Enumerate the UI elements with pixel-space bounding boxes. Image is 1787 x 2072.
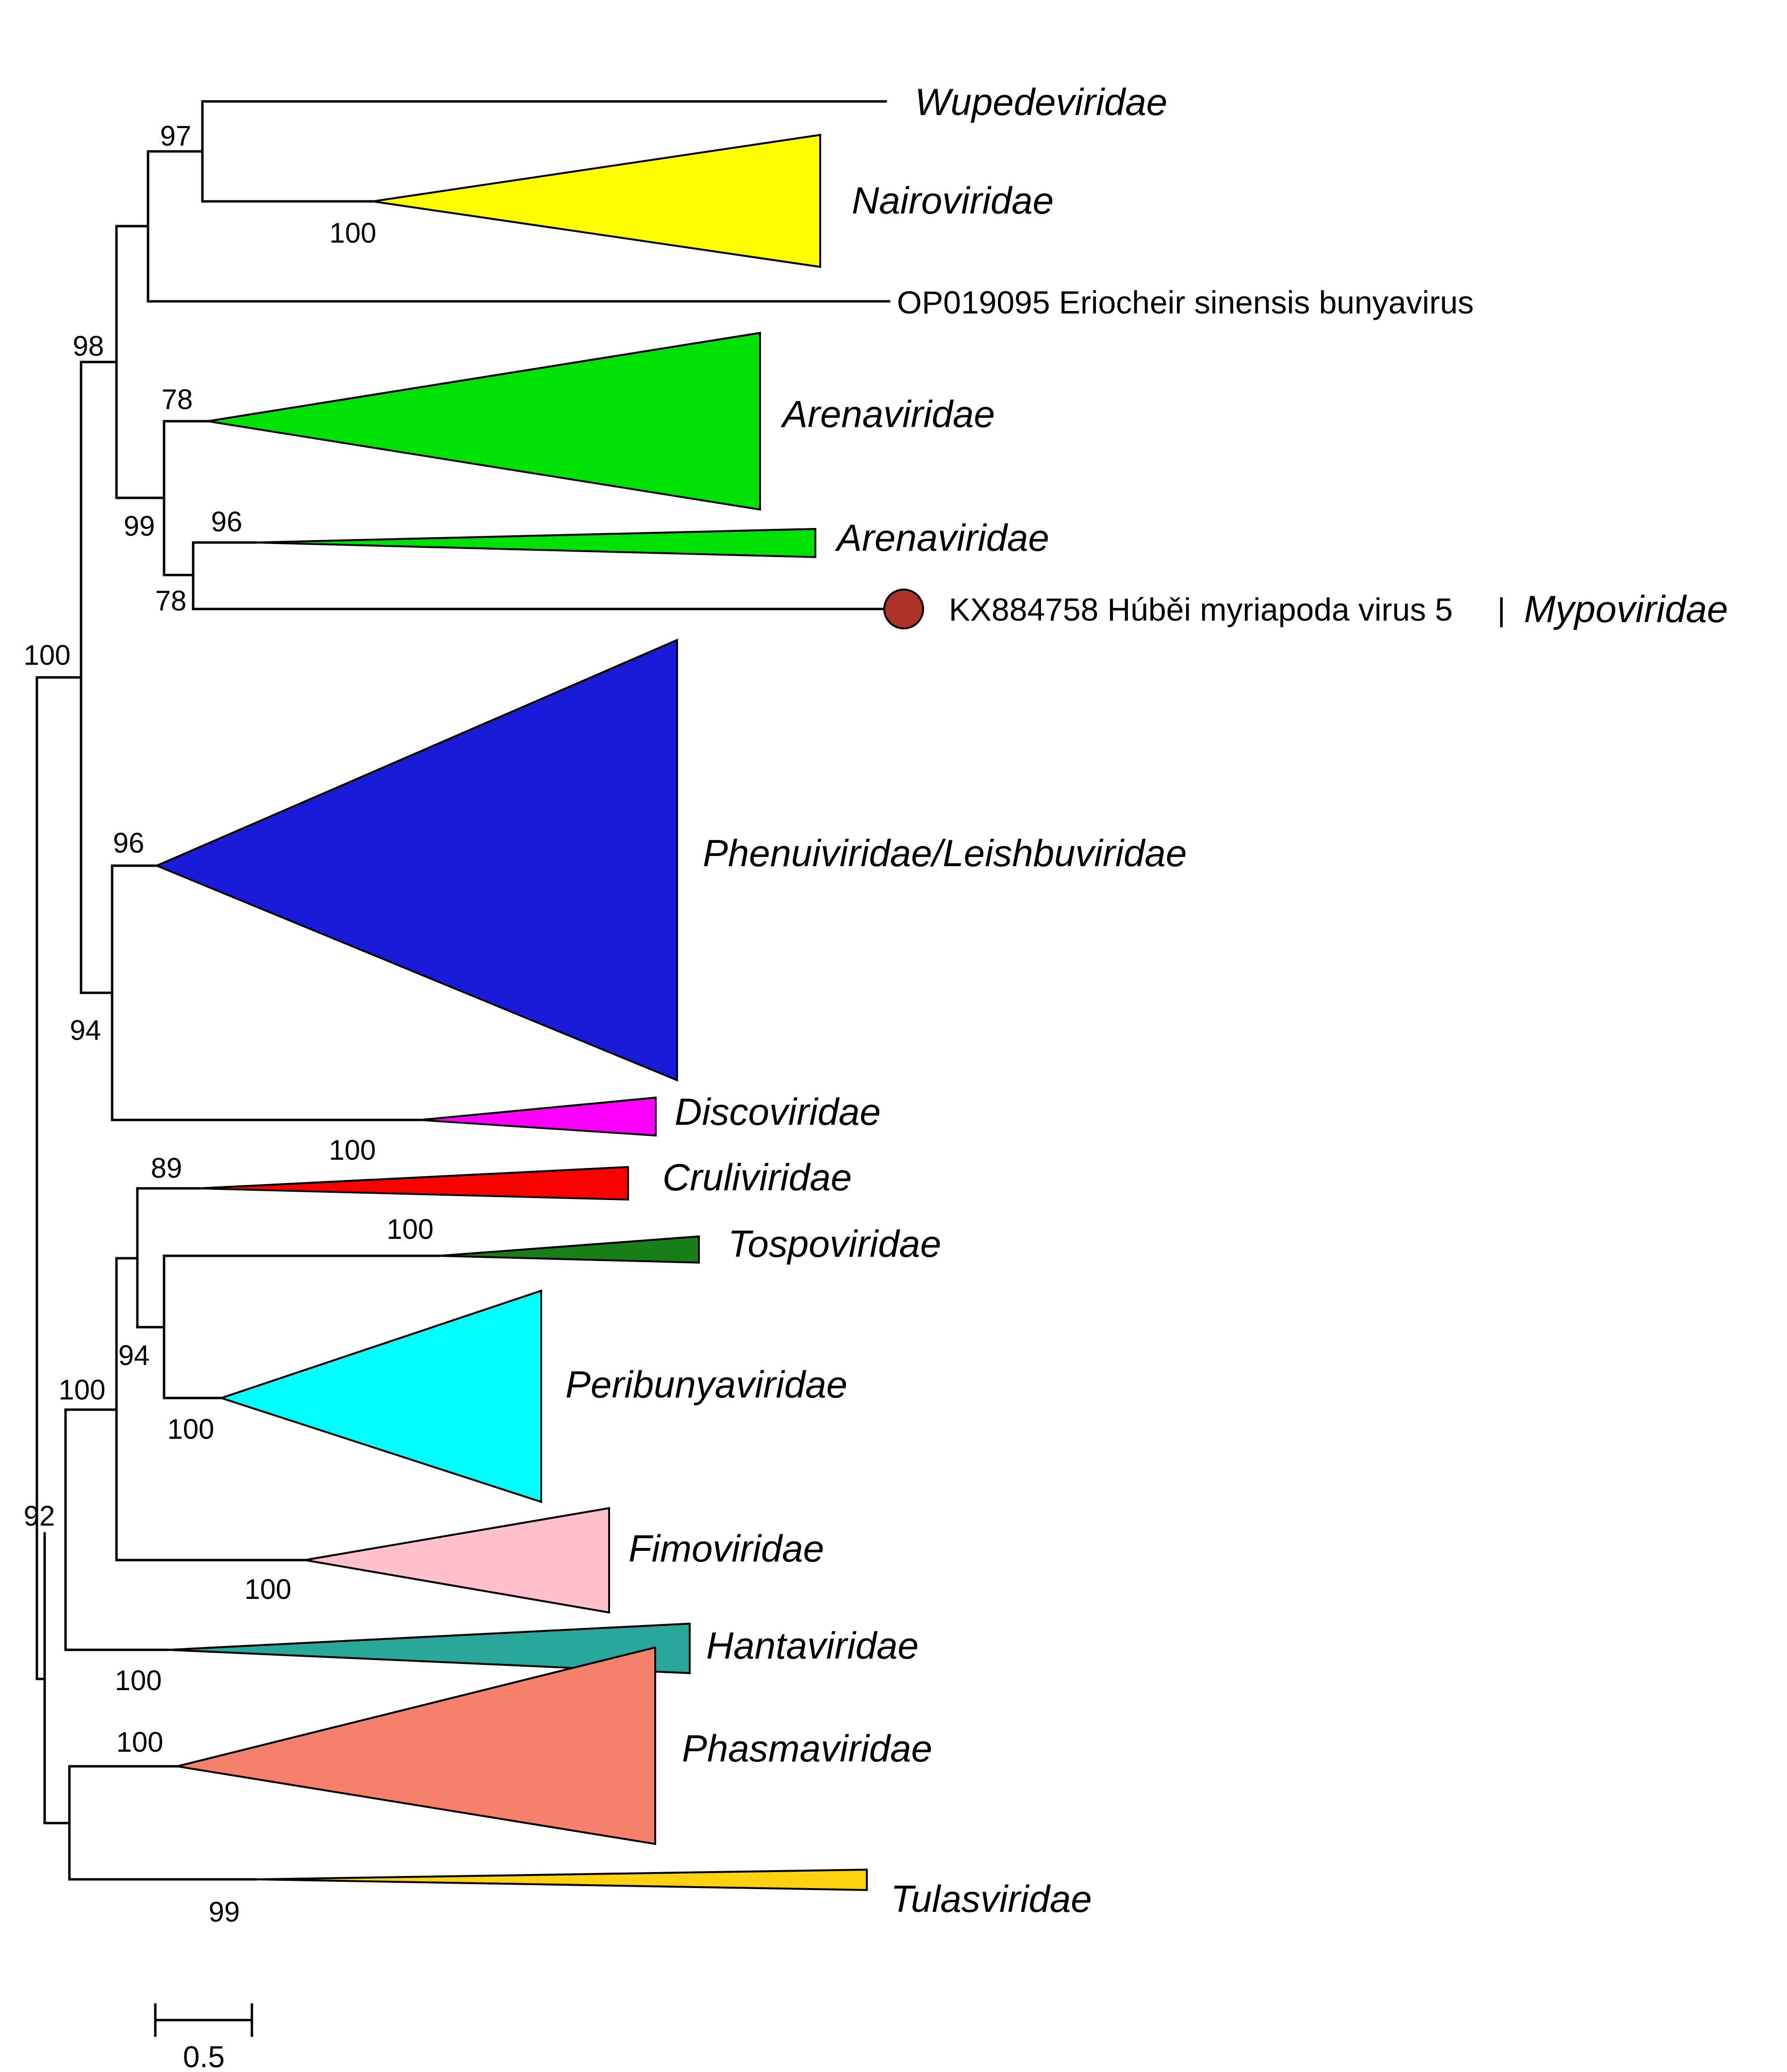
clade-label-phasmaviridae: Phasmaviridae — [682, 1727, 932, 1770]
clade-label-peribunyaviridae: Peribunyaviridae — [565, 1363, 847, 1406]
clade-label-cruliviridae: Cruliviridae — [662, 1156, 852, 1199]
support-label-94-lower: 94 — [118, 1340, 150, 1371]
support-label-99: 99 — [124, 510, 155, 542]
tip-label-mypoviridae-accession: KX884758 Húběi myriapoda virus 5 — [949, 592, 1453, 627]
tree-skeleton-branches — [35, 100, 891, 1881]
support-label-100-upper: 100 — [24, 640, 71, 671]
support-label-94-upper: 94 — [70, 1015, 101, 1046]
scale-bar-label: 0.5 — [183, 2040, 225, 2072]
support-label-78-mypo: 78 — [155, 585, 187, 617]
clade-triangle-hantaviridae — [167, 1622, 691, 1675]
clade-triangle-discoviridae — [419, 1096, 657, 1137]
clade-label-tulasviridae: Tulasviridae — [891, 1877, 1092, 1920]
virus-marker-dot-icon — [883, 589, 924, 629]
clade-label-tospoviridae: Tospoviridae — [728, 1222, 941, 1265]
support-label-100-nairoviridae: 100 — [330, 217, 377, 249]
clade-label-mypoviridae: Mypoviridae — [1524, 588, 1728, 630]
clade-triangle-nairoviridae — [372, 133, 821, 268]
clade-triangle-cruliviridae — [198, 1166, 629, 1201]
support-label-100-fimoviridae: 100 — [245, 1574, 292, 1605]
support-label-89: 89 — [151, 1152, 182, 1184]
clade-label-arenaviridae-small: Arenaviridae — [835, 516, 1049, 559]
clade-triangle-arenaviridae-small — [255, 527, 816, 559]
clade-label-nairoviridae: Nairoviridae — [852, 179, 1054, 222]
support-label-98: 98 — [73, 330, 104, 362]
tip-label-op019095: OP019095 Eriocheir sinensis bunyavirus — [897, 284, 1474, 320]
scale-bar — [154, 2003, 253, 2037]
clade-triangle-arenaviridae-large — [207, 331, 761, 511]
clade-triangle-tulasviridae — [255, 1868, 868, 1891]
support-label-96-arenaviridae-small: 96 — [211, 506, 243, 538]
clade-label-phenuiviridae: Phenuiviridae/Leishbuviridae — [703, 832, 1187, 874]
clade-label-hantaviridae: Hantaviridae — [706, 1624, 919, 1667]
clade-triangle-phasmaviridae — [177, 1646, 656, 1845]
support-label-97: 97 — [160, 120, 192, 152]
tip-label-mypoviridae-separator: | — [1497, 592, 1506, 627]
clade-label-fimoviridae: Fimoviridae — [629, 1527, 824, 1570]
support-label-100-mid: 100 — [59, 1374, 106, 1406]
clade-label-arenaviridae-large: Arenaviridae — [780, 393, 995, 435]
clade-label-wupedeviridae: Wupedeviridae — [915, 81, 1167, 123]
support-label-100-peribunyaviridae: 100 — [167, 1414, 215, 1445]
clade-triangle-phenuiviridae — [154, 638, 678, 1082]
support-label-100-hantaviridae: 100 — [115, 1665, 162, 1696]
support-label-100-phasmaviridae: 100 — [116, 1727, 164, 1758]
support-label-78-arenaviridae: 78 — [162, 384, 193, 415]
support-label-92: 92 — [24, 1500, 55, 1532]
support-label-100-tospoviridae: 100 — [387, 1214, 434, 1245]
support-label-100-discoviridae: 100 — [329, 1135, 376, 1166]
support-label-99-tulasviridae: 99 — [209, 1896, 240, 1928]
clade-label-discoviridae: Discoviridae — [675, 1090, 881, 1133]
clade-triangle-peribunyaviridae — [218, 1289, 542, 1503]
clade-triangle-fimoviridae — [304, 1507, 610, 1614]
clade-triangle-tospoviridae — [439, 1235, 700, 1264]
support-label-96-phenuiviridae: 96 — [113, 827, 145, 859]
